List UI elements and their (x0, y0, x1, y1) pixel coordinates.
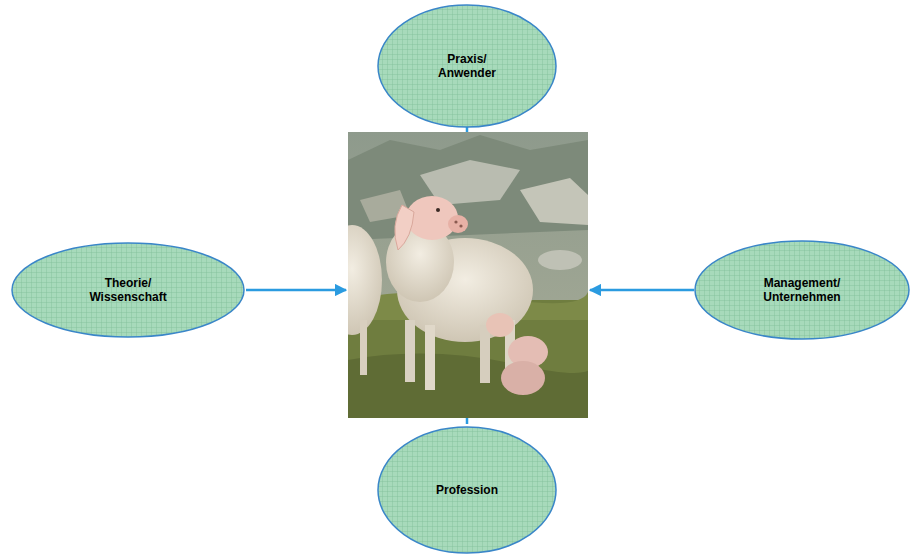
node-label: Praxis/ Anwender (422, 52, 512, 80)
ellipse-shape (695, 241, 909, 339)
ellipse-node: Theorie/ Wissenschaft (11, 242, 245, 338)
ellipse-shape (378, 5, 556, 127)
connector-lines (246, 126, 694, 424)
ellipse-node: Praxis/ Anwender (377, 4, 557, 128)
arrow-line (590, 289, 694, 292)
ellipse-node: Profession (377, 426, 557, 554)
arrow-line (246, 289, 346, 292)
node-content: Profession (377, 426, 557, 554)
ellipse-node: Management/ Unternehmen (694, 240, 910, 340)
ellipse-shape (12, 243, 244, 337)
node-label: Management/ Unternehmen (755, 276, 850, 304)
node-label: Profession (436, 483, 498, 497)
node-label: Theorie/ Wissenschaft (78, 276, 178, 304)
node-content: Management/ Unternehmen (694, 240, 910, 340)
photo-illustration (322, 132, 592, 418)
node-content: Praxis/ Anwender (377, 4, 557, 128)
ellipse-shape (378, 427, 556, 553)
node-content: Theorie/ Wissenschaft (11, 242, 245, 338)
